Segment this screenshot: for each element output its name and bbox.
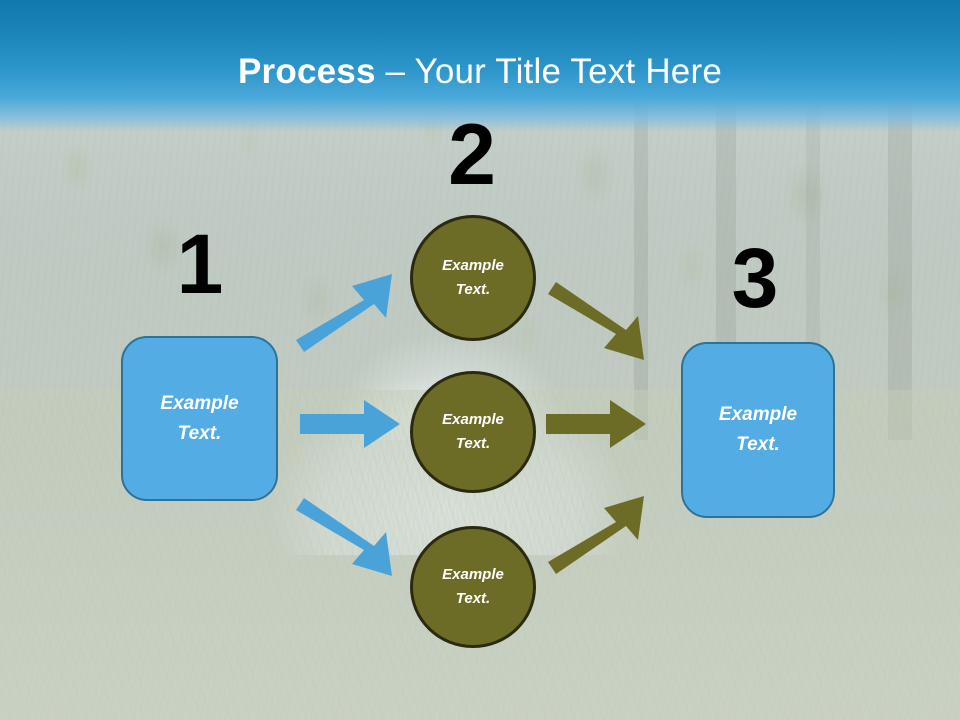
process-circle-bottom-text: Example Text. (442, 563, 504, 611)
arrow-olive-up-right-icon (548, 496, 644, 574)
page-title-bold: Process (238, 52, 376, 91)
process-box-left-text: Example Text. (160, 389, 238, 449)
process-box-left-line1: Example (160, 392, 239, 414)
arrow-blue-down-right-icon (296, 498, 392, 576)
arrow-blue-up-right-icon (296, 274, 392, 352)
process-box-left-line2: Text. (177, 422, 222, 444)
arrow-olive-down-right-icon (548, 282, 644, 360)
process-circle-middle-text: Example Text. (442, 408, 504, 456)
step-number-1: 1 (176, 217, 224, 311)
process-circle-middle-line1: Example (442, 411, 504, 428)
step-number-3: 3 (731, 231, 779, 325)
process-box-right-line2: Text. (736, 434, 780, 455)
process-box-right-line1: Example (718, 404, 798, 425)
process-box-right-text: Example Text. (719, 400, 797, 460)
title-banner (0, 0, 960, 132)
process-box-right[interactable]: Example Text. (681, 342, 835, 518)
page-title: Process – Your Title Text Here (0, 50, 960, 94)
process-circle-top-text: Example Text. (442, 254, 504, 302)
process-circle-bottom-line1: Example (442, 566, 504, 583)
process-circle-top-line1: Example (442, 257, 504, 274)
process-circle-top[interactable]: Example Text. (410, 215, 536, 341)
process-circle-middle-line2: Text. (455, 435, 491, 452)
process-circle-middle[interactable]: Example Text. (410, 371, 536, 493)
arrow-blue-right-icon (300, 400, 400, 448)
step-number-2: 2 (448, 107, 496, 203)
process-circle-bottom[interactable]: Example Text. (410, 526, 536, 648)
process-circle-bottom-line2: Text. (455, 590, 491, 607)
process-box-left[interactable]: Example Text. (121, 336, 278, 501)
page-title-rest: – Your Title Text Here (375, 52, 722, 91)
arrow-olive-right-icon (546, 400, 646, 448)
process-circle-top-line2: Text. (455, 281, 491, 298)
